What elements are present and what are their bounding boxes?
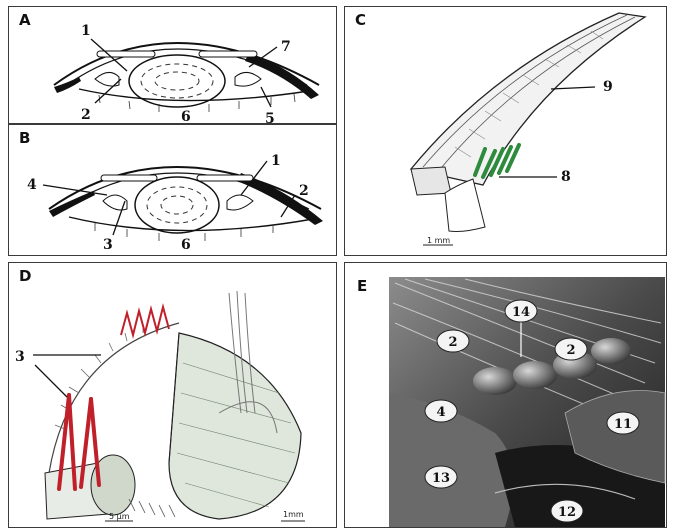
oval-label-2b: 2 bbox=[555, 338, 587, 360]
tissue-slab bbox=[411, 13, 645, 185]
label-1: 1 bbox=[271, 153, 281, 169]
label-1: 1 bbox=[81, 23, 91, 39]
scale-label-d-left: 5 μm bbox=[109, 512, 130, 521]
panel-a: A 1 7 2 6 5 bbox=[8, 6, 337, 124]
oval-label-12: 12 bbox=[551, 500, 583, 522]
label-5: 5 bbox=[265, 111, 275, 124]
bottom-bristles bbox=[129, 499, 175, 517]
label-4: 4 bbox=[27, 177, 37, 193]
ciliary-section-drawing: 9 8 1 mm bbox=[345, 7, 667, 256]
panel-letter-c: C bbox=[355, 11, 366, 29]
panel-letter-d: D bbox=[19, 267, 31, 285]
panel-d: D bbox=[8, 262, 337, 528]
label-3: 3 bbox=[103, 237, 113, 253]
sclera-left bbox=[54, 77, 81, 93]
label-2-right: 2 bbox=[566, 343, 575, 358]
label-8: 8 bbox=[561, 169, 571, 185]
block-face bbox=[411, 167, 451, 195]
label-2: 2 bbox=[299, 183, 309, 199]
leader-9 bbox=[551, 87, 595, 89]
oval-label-11: 11 bbox=[607, 412, 639, 434]
process-bulb bbox=[591, 338, 631, 364]
oval-label-14: 14 bbox=[505, 300, 537, 322]
label-7: 7 bbox=[281, 39, 291, 55]
ciliary-left bbox=[103, 195, 127, 210]
oval-label-4: 4 bbox=[425, 400, 457, 422]
lens bbox=[135, 177, 219, 233]
label-12: 12 bbox=[558, 505, 576, 520]
iris-left bbox=[101, 175, 157, 181]
oval-label-2a: 2 bbox=[437, 330, 469, 352]
eye-diagram-unaccommodated: 1 4 2 3 6 bbox=[9, 125, 337, 256]
ciliary-right bbox=[235, 72, 261, 86]
oval-label-13: 13 bbox=[425, 466, 457, 488]
panel-letter-a: A bbox=[19, 11, 31, 29]
label-6: 6 bbox=[181, 109, 191, 124]
zonule-3d-drawing: 3 5 μm 1mm bbox=[9, 263, 337, 528]
leader-3-b bbox=[35, 365, 67, 397]
red-fibers-top bbox=[121, 307, 169, 335]
panel-b: B 1 4 2 3 6 bbox=[8, 124, 337, 256]
sem-micrograph: 14 2 2 4 11 13 12 bbox=[345, 263, 667, 528]
label-4: 4 bbox=[436, 405, 445, 420]
panel-letter-b: B bbox=[19, 129, 30, 147]
scale-label-c: 1 mm bbox=[427, 236, 450, 245]
label-2: 2 bbox=[81, 107, 91, 123]
scale-label-d-right: 1mm bbox=[283, 510, 304, 519]
label-14: 14 bbox=[512, 305, 530, 320]
ciliary-right bbox=[227, 195, 253, 210]
label-13: 13 bbox=[432, 471, 450, 486]
block-base bbox=[445, 179, 485, 232]
panel-letter-e: E bbox=[357, 277, 367, 295]
label-9: 9 bbox=[603, 79, 613, 95]
label-3: 3 bbox=[15, 349, 25, 365]
process-bulb bbox=[513, 361, 557, 389]
iris-right bbox=[199, 51, 257, 57]
iris-right bbox=[197, 175, 253, 181]
panel-e: E bbox=[344, 262, 667, 528]
panel-c: C 9 8 1 mm bbox=[344, 6, 667, 256]
label-11: 11 bbox=[614, 417, 632, 432]
label-2-left: 2 bbox=[448, 335, 457, 350]
process-bulb bbox=[473, 367, 517, 395]
label-6: 6 bbox=[181, 237, 191, 253]
eye-diagram-accommodated: 1 7 2 6 5 bbox=[9, 7, 337, 124]
